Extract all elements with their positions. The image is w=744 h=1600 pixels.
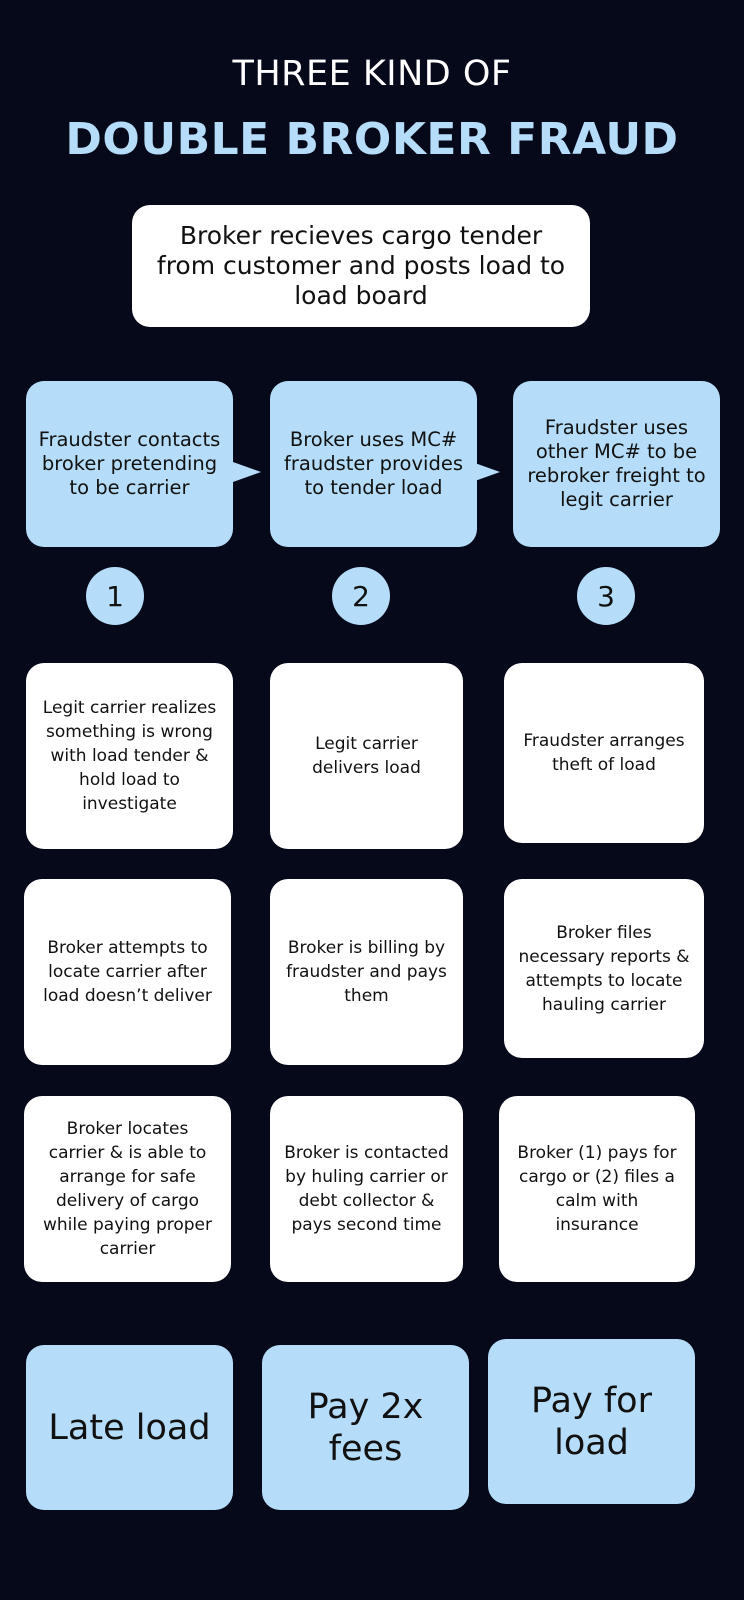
tender-box: Broker recieves cargo tender from custom… (132, 205, 590, 327)
step-box: Broker is billing by fraudster and pays … (270, 879, 463, 1065)
step-box: Broker attempts to locate carrier after … (24, 879, 231, 1065)
step-number-2: 2 (332, 567, 390, 625)
step-box: Legit carrier delivers load (270, 663, 463, 849)
result-box-3: Pay for load (488, 1339, 695, 1504)
title-line-2: DOUBLE BROKER FRAUD (65, 114, 679, 165)
result-box-2: Pay 2x fees (262, 1345, 469, 1510)
step-number-3: 3 (577, 567, 635, 625)
arrow-right-icon (472, 462, 500, 482)
title-line-1: THREE KIND OF (232, 54, 512, 94)
arrow-right-icon (233, 462, 261, 482)
step-box: Broker (1) pays for cargo or (2) files a… (499, 1096, 695, 1282)
step-box: Broker is contacted by huling carrier or… (270, 1096, 463, 1282)
step-box: Broker files necessary reports & attempt… (504, 879, 704, 1058)
top-box-1: Fraudster contacts broker pretending to … (26, 381, 233, 547)
step-box: Broker locates carrier & is able to arra… (24, 1096, 231, 1282)
top-box-3: Fraudster uses other MC# to be rebroker … (513, 381, 720, 547)
result-box-1: Late load (26, 1345, 233, 1510)
step-box: Fraudster arranges theft of load (504, 663, 704, 843)
step-box: Legit carrier realizes something is wron… (26, 663, 233, 849)
step-number-1: 1 (86, 567, 144, 625)
top-box-2: Broker uses MC# fraudster provides to te… (270, 381, 477, 547)
